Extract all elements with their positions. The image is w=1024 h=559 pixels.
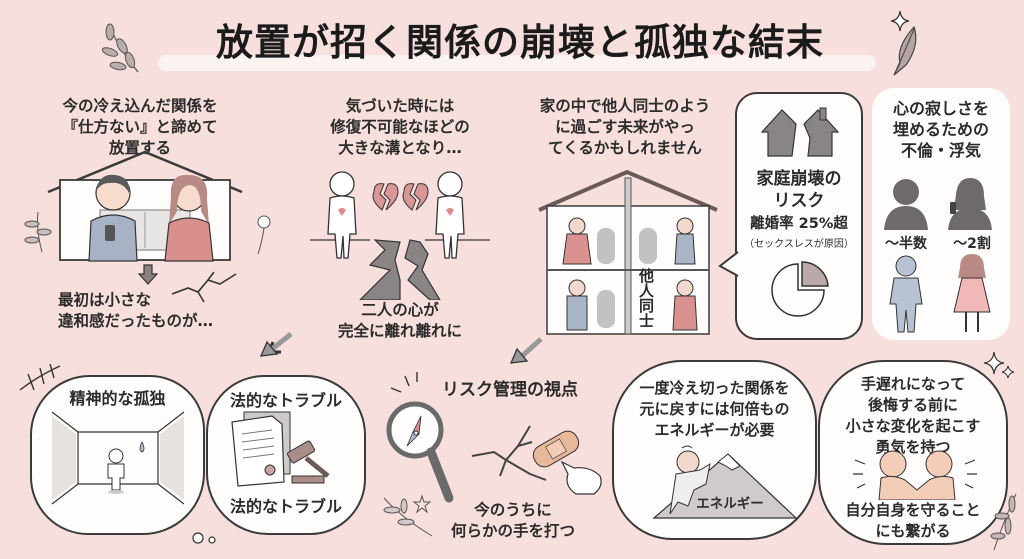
document-gavel-icon [231, 411, 330, 487]
divorce-rate-stat: 離婚率 25%超 [750, 216, 848, 232]
family-collapse-heading: 家庭崩壊の リスク [756, 169, 842, 211]
house-cross-section-icon [538, 169, 718, 335]
courage-footer: 自分自身を守ること にも繋がる [845, 501, 981, 540]
man-woman-icon [889, 254, 991, 333]
legal-trouble-footer: 法的なトラブル [229, 497, 342, 516]
pie-chart-icon [771, 261, 829, 317]
handshake-icon [853, 450, 977, 500]
thought-dots [192, 532, 216, 544]
climber-mountain-icon [652, 445, 798, 519]
leaf-sprig-icon [990, 493, 1017, 551]
energy-heading: 一度冷え切った関係を 元に戻すには何倍もの エネルギーが必要 [639, 379, 790, 439]
title-area: 放置が招く関係の崩壊と孤独な結末 [160, 14, 880, 74]
couple-on-sofa-icon [88, 174, 214, 262]
mental-isolation-heading: 精神的な孤独 [69, 389, 166, 408]
empty-room-icon [51, 411, 185, 505]
down-arrow-icon [138, 264, 158, 285]
strangers-caption: 家の中で他人同士のよう に過ごす未来がやっ てくるかもしれません [539, 97, 711, 157]
sparkle-icon [890, 10, 910, 32]
divorce-rate-note: （セックスレスが原因） [744, 239, 854, 250]
sketch-marks-icon [19, 363, 61, 391]
infidelity-heading: 心の寂しさを 埋めるための 不倫・浮気 [892, 99, 989, 160]
rift-follow-up: 二人の心が 完全に離れ離れに [337, 301, 462, 340]
leaf-star-icon [383, 494, 433, 537]
leaf-icon [24, 211, 52, 253]
autumn-leaf-icon [893, 25, 917, 76]
male-infidelity-stat: 〜半数 [885, 236, 927, 252]
neglect-caption: 今の冷え込んだ関係を 『仕方ない』と諦めて 放置する [62, 97, 218, 157]
courage-heading: 手遅れになって 後悔する前に 小さな変化を起こす 勇気を持つ [845, 375, 981, 456]
rift-caption: 気づいた時には 修復不可能なほどの 大きな溝となり… [330, 97, 470, 157]
arrow-down-left-icon [509, 337, 543, 364]
split-house-icon [760, 107, 840, 157]
legal-trouble-heading: 法的なトラブル [229, 391, 342, 410]
energy-mountain-label: エネルギー [696, 496, 764, 512]
sparkle-icon [983, 351, 1015, 379]
pointing-hand-icon [560, 460, 602, 495]
risk-management-caption: 今のうちに 何らかの手を打つ [450, 501, 575, 540]
courage-bubble [818, 360, 1008, 545]
rift-illustration [310, 171, 490, 300]
leaf-sprig-icon [101, 23, 139, 73]
bandage-crack-icon [471, 425, 602, 495]
silhouettes-icon [884, 178, 992, 230]
emphasis-lines-icon [390, 372, 418, 393]
female-infidelity-stat: 〜2割 [953, 236, 991, 252]
crack-icon [171, 271, 237, 303]
neglect-follow-up: 最初は小さな 違和感だったものが… [58, 291, 214, 330]
teardrop-icon [139, 441, 145, 453]
bubble-tail [718, 251, 739, 277]
flower-icon [257, 215, 271, 255]
title-highlight [158, 55, 876, 71]
page-title: 放置が招く関係の崩壊と孤独な結末 [216, 21, 824, 64]
arrow-down-left-icon [259, 332, 293, 357]
strangers-label: 他人同士 [637, 268, 655, 328]
risk-management-heading: リスク管理の視点 [442, 380, 578, 400]
magnifier-compass-icon [386, 401, 454, 503]
